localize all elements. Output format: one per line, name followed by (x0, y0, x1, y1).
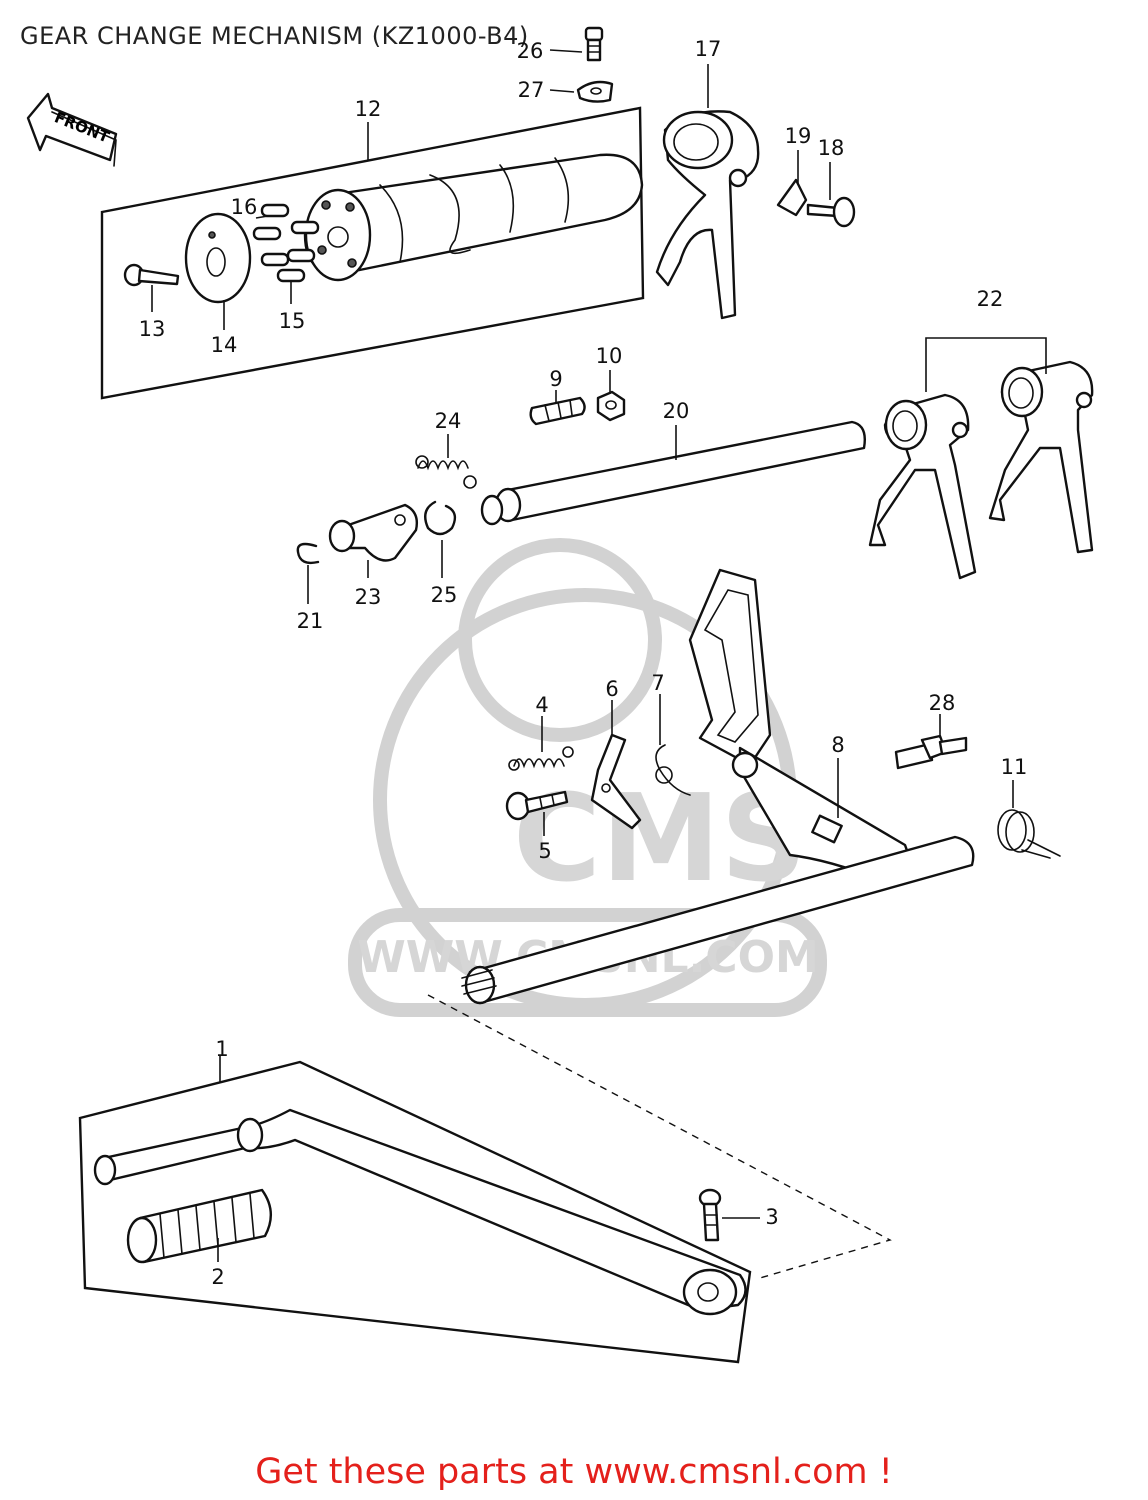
callout-15: 15 (279, 309, 306, 333)
lockwasher-19 (776, 178, 808, 217)
callout-28: 28 (929, 691, 956, 715)
callout-7: 7 (651, 671, 664, 695)
callout-labels: 1 2 3 4 5 6 7 8 9 10 11 12 13 14 15 16 1… (139, 37, 1028, 1289)
spring-24 (415, 455, 477, 489)
shift-fork-17 (655, 110, 760, 320)
spring-11 (997, 809, 1061, 859)
shift-rod-20 (480, 420, 866, 526)
callout-10: 10 (596, 344, 623, 368)
spring-7 (655, 744, 691, 796)
callout-2: 2 (211, 1265, 224, 1289)
pawl-6 (590, 733, 642, 830)
pedal-rubber-2 (126, 1188, 272, 1264)
plate-23 (328, 503, 419, 562)
washer-27 (576, 80, 614, 103)
shift-drum-pins (252, 203, 320, 283)
callout-20: 20 (663, 399, 690, 423)
callout-9: 9 (549, 367, 562, 391)
callout-23: 23 (355, 585, 382, 609)
callout-19: 19 (785, 124, 812, 148)
bolt-18 (806, 196, 856, 228)
callout-3: 3 (765, 1205, 778, 1229)
parts-link-banner[interactable]: Get these parts at www.cmsnl.com ! (255, 1452, 893, 1492)
screw-13 (123, 263, 180, 287)
shift-drum-assembly (100, 106, 645, 400)
callout-12: 12 (355, 97, 382, 121)
callout-14: 14 (211, 333, 238, 357)
callout-8: 8 (831, 733, 844, 757)
callout-18: 18 (818, 136, 845, 160)
leader-lines (151, 49, 1014, 1262)
bolt-5 (505, 790, 569, 821)
callout-5: 5 (538, 839, 551, 863)
assembly-guide-line (427, 994, 892, 1279)
bolt-26 (584, 26, 604, 62)
diagram-title: GEAR CHANGE MECHANISM (KZ1000-B4) (20, 22, 529, 50)
pin-9 (529, 396, 586, 426)
callout-27: 27 (518, 78, 545, 102)
callout-6: 6 (605, 677, 618, 701)
callout-16: 16 (231, 195, 258, 219)
callout-25: 25 (431, 583, 458, 607)
callout-21: 21 (297, 609, 324, 633)
callout-22: 22 (977, 287, 1004, 311)
pin-28 (894, 734, 968, 770)
callout-11: 11 (1001, 755, 1028, 779)
circlip-25 (424, 500, 457, 536)
spring-4 (508, 746, 574, 771)
circlip-21 (296, 542, 320, 565)
callout-1: 1 (215, 1037, 228, 1061)
callout-24: 24 (435, 409, 462, 433)
nut-10 (596, 390, 626, 422)
shift-drum-plate (184, 212, 252, 304)
callout-4: 4 (535, 693, 548, 717)
shift-shaft-8 (461, 568, 975, 1005)
callout-13: 13 (139, 317, 166, 341)
callout-26: 26 (517, 39, 544, 63)
shift-pedal-assembly (78, 1060, 752, 1364)
bolt-3 (698, 1188, 722, 1242)
callout-17: 17 (695, 37, 722, 61)
front-arrow-icon: FRONT (26, 92, 118, 167)
shift-forks-22 (868, 337, 1094, 580)
